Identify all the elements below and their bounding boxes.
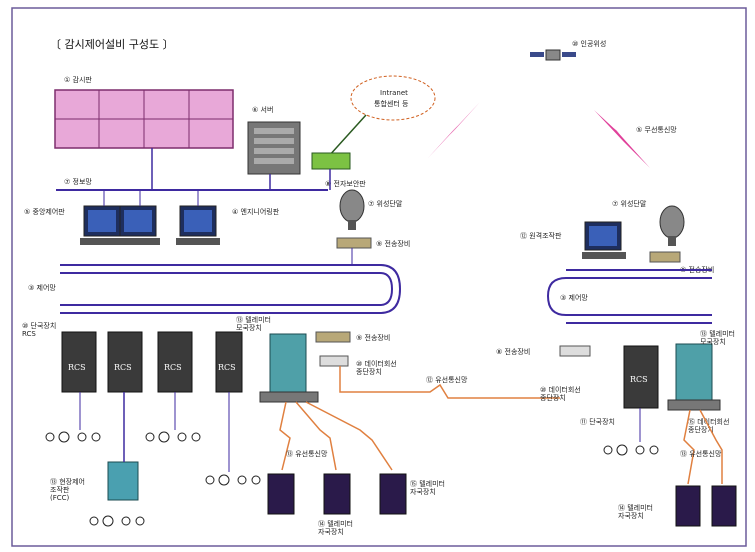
field-panel-icon — [107, 461, 139, 501]
svg-text:RCS: RCS — [630, 375, 648, 384]
telemetry-slave-unit — [323, 473, 351, 515]
sat-terminal-left-label: ⑦ 위성단말 — [368, 199, 403, 208]
wireless-bolt-left — [428, 102, 480, 158]
svg-text:RCS: RCS — [218, 363, 236, 372]
telemetry-master-right — [675, 343, 713, 401]
rcs-cabinet: RCS — [215, 331, 243, 393]
control-network-right — [546, 269, 712, 324]
satellite-icon — [530, 49, 576, 61]
wireless-net-label: ⑤ 무선통신망 — [636, 125, 677, 134]
rcs-cabinet: RCS — [157, 331, 193, 393]
monitor-board-label: ① 감시판 — [64, 75, 92, 84]
server-icon — [247, 121, 301, 175]
svg-text:RCS: RCS — [68, 363, 86, 372]
transmission-left-label: ⑨ 전송장비 — [376, 239, 410, 248]
workstation-icon — [176, 205, 220, 245]
valve-group-icon — [45, 431, 659, 527]
intranet-line2: 통합센터 등 — [374, 99, 409, 108]
transmission-right2-icon — [559, 345, 591, 357]
telemetry-slave-unit — [675, 485, 701, 527]
rcs-drop-lines — [79, 392, 641, 472]
satellite-dish-icon — [659, 205, 685, 246]
wired-comm-right-lines — [683, 409, 723, 485]
control-net-right-label: ③ 제어망 — [560, 293, 588, 302]
svg-text:RCS: RCS — [114, 363, 132, 372]
local-station-right-label: ⑪ 단국장치 — [580, 417, 615, 426]
wired-comm-label: ⑫ 유선통신망 — [426, 375, 468, 384]
satellite-dish-icon — [339, 189, 365, 230]
firewall-icon — [311, 152, 351, 170]
remote-workstation-icon — [582, 221, 626, 259]
rcs-cabinet: RCS — [61, 331, 97, 393]
intranet-cloud — [350, 75, 436, 121]
satellite-label: ⑩ 인공위성 — [572, 39, 606, 48]
info-network-label: ⑦ 정보망 — [64, 177, 92, 186]
transmission-right-icon — [649, 251, 681, 263]
wired-comm-left-label: ⑬ 유선통신망 — [286, 449, 328, 458]
workstation-icon — [116, 205, 160, 245]
trans-equip-mid-label: ⑨ 전송장비 — [356, 333, 390, 342]
wired-comm-left-lines — [279, 401, 393, 471]
telemetry-slave-unit — [379, 473, 407, 515]
rcs-cabinet-right: RCS — [623, 345, 659, 409]
monitor-board — [54, 89, 234, 149]
telemetry-slave-unit — [711, 485, 737, 527]
svg-text:RCS: RCS — [164, 363, 182, 372]
server-label: ⑥ 서버 — [252, 105, 273, 114]
workstation-icon — [80, 205, 124, 245]
data-terminal-mid-icon — [319, 355, 349, 367]
control-net-left-label: ③ 제어망 — [28, 283, 56, 292]
telemetry-slave-unit — [267, 473, 295, 515]
telemetry-master-left — [269, 333, 307, 393]
rcs-cabinet: RCS — [107, 331, 143, 393]
wired-comm-right-label: ⑬ 유선통신망 — [680, 449, 722, 458]
transmission-mid-icon — [315, 331, 351, 343]
intranet-line1: Intranet — [380, 89, 408, 97]
diagram-frame — [11, 7, 747, 547]
control-network-left — [60, 264, 402, 314]
wired-comm-line — [339, 366, 560, 399]
trans-equip-right-label: ⑧ 전송장비 — [496, 347, 530, 356]
central-control-label: ⑤ 중앙제어판 — [24, 207, 65, 216]
wireless-bolt-right — [594, 110, 650, 168]
firewall-label: ⑧ 전자보안판 — [325, 179, 366, 188]
sat-terminal-right-label: ⑦ 위성단말 — [612, 199, 647, 208]
engineering-label: ④ 엔지니어링판 — [232, 207, 280, 216]
diagram-title: 〔 감시제어설비 구성도 〕 — [50, 38, 174, 51]
remote-ops-label: ⑫ 원격조작판 — [520, 231, 562, 240]
transmission-left-icon — [336, 237, 372, 249]
